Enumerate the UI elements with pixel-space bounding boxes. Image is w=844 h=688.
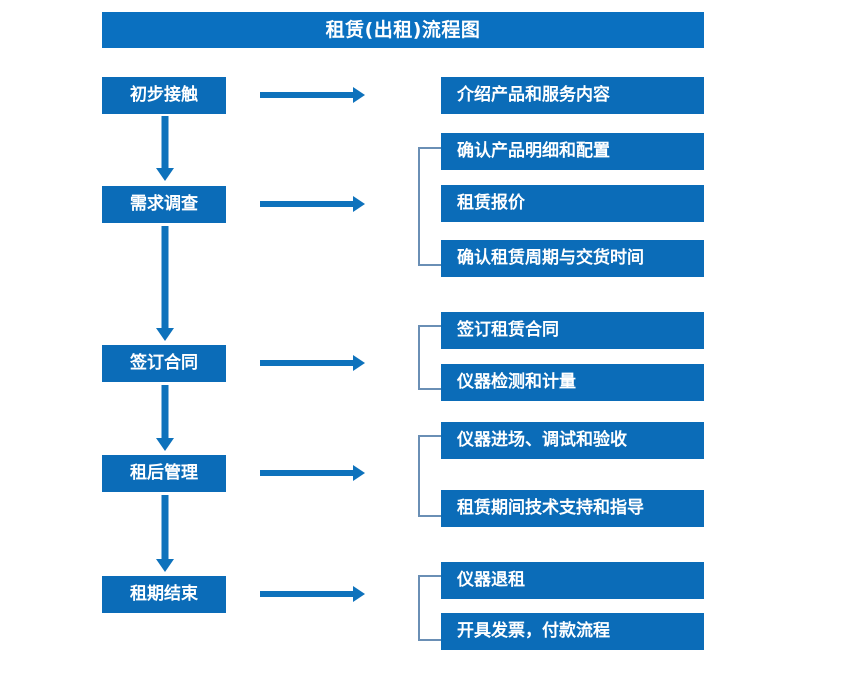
detail-node-invoice-payment[interactable]: 开具发票，付款流程 (441, 613, 704, 650)
detail-node-sign-lease-contract[interactable]: 签订租赁合同 (441, 312, 704, 349)
detail-node-label: 租赁报价 (457, 193, 525, 213)
right-arrow-icon-3 (260, 354, 365, 372)
right-arrow-icon-4 (260, 464, 365, 482)
down-arrow-icon-1 (154, 116, 176, 182)
detail-node-confirm-lease-period[interactable]: 确认租赁周期与交货时间 (441, 240, 704, 277)
right-arrow-icon-2 (260, 195, 365, 213)
group-bracket-sign-contract (417, 325, 441, 390)
group-bracket-post-lease (417, 435, 441, 517)
stage-node-label: 租期结束 (130, 584, 198, 604)
right-arrow-icon-1 (260, 86, 365, 104)
stage-node-lease-end[interactable]: 租期结束 (102, 576, 226, 613)
stage-node-sign-contract[interactable]: 签订合同 (102, 345, 226, 382)
stage-node-label: 初步接触 (130, 85, 198, 105)
detail-node-label: 仪器退租 (457, 570, 525, 590)
diagram-title-bar: 租赁(出租)流程图 (102, 12, 704, 48)
stage-node-initial-contact[interactable]: 初步接触 (102, 77, 226, 114)
detail-node-label: 仪器进场、调试和验收 (457, 430, 627, 450)
right-arrow-icon-5 (260, 585, 365, 603)
group-bracket-lease-end (417, 575, 441, 641)
down-arrow-icon-3 (154, 385, 176, 452)
detail-node-label: 租赁期间技术支持和指导 (457, 498, 644, 518)
stage-node-label: 需求调查 (130, 194, 198, 214)
detail-node-label: 开具发票，付款流程 (457, 621, 610, 641)
detail-node-label: 签订租赁合同 (457, 320, 559, 340)
detail-node-instrument-inspection[interactable]: 仪器检测和计量 (441, 364, 704, 401)
detail-node-introduce-products[interactable]: 介绍产品和服务内容 (441, 77, 704, 114)
detail-node-label: 仪器检测和计量 (457, 372, 576, 392)
detail-node-label: 确认租赁周期与交货时间 (457, 248, 644, 268)
detail-node-instrument-delivery[interactable]: 仪器进场、调试和验收 (441, 422, 704, 459)
down-arrow-icon-2 (154, 226, 176, 342)
stage-node-label: 租后管理 (130, 463, 198, 483)
stage-node-post-lease-management[interactable]: 租后管理 (102, 455, 226, 492)
group-bracket-demand-survey (417, 147, 441, 266)
diagram-title: 租赁(出租)流程图 (325, 18, 481, 41)
detail-node-label: 介绍产品和服务内容 (457, 85, 610, 105)
down-arrow-icon-4 (154, 495, 176, 573)
detail-node-confirm-product-spec[interactable]: 确认产品明细和配置 (441, 133, 704, 170)
detail-node-lease-quotation[interactable]: 租赁报价 (441, 185, 704, 222)
detail-node-label: 确认产品明细和配置 (457, 141, 610, 161)
stage-node-label: 签订合同 (130, 353, 198, 373)
stage-node-demand-survey[interactable]: 需求调查 (102, 186, 226, 223)
detail-node-instrument-return[interactable]: 仪器退租 (441, 562, 704, 599)
detail-node-technical-support[interactable]: 租赁期间技术支持和指导 (441, 490, 704, 527)
